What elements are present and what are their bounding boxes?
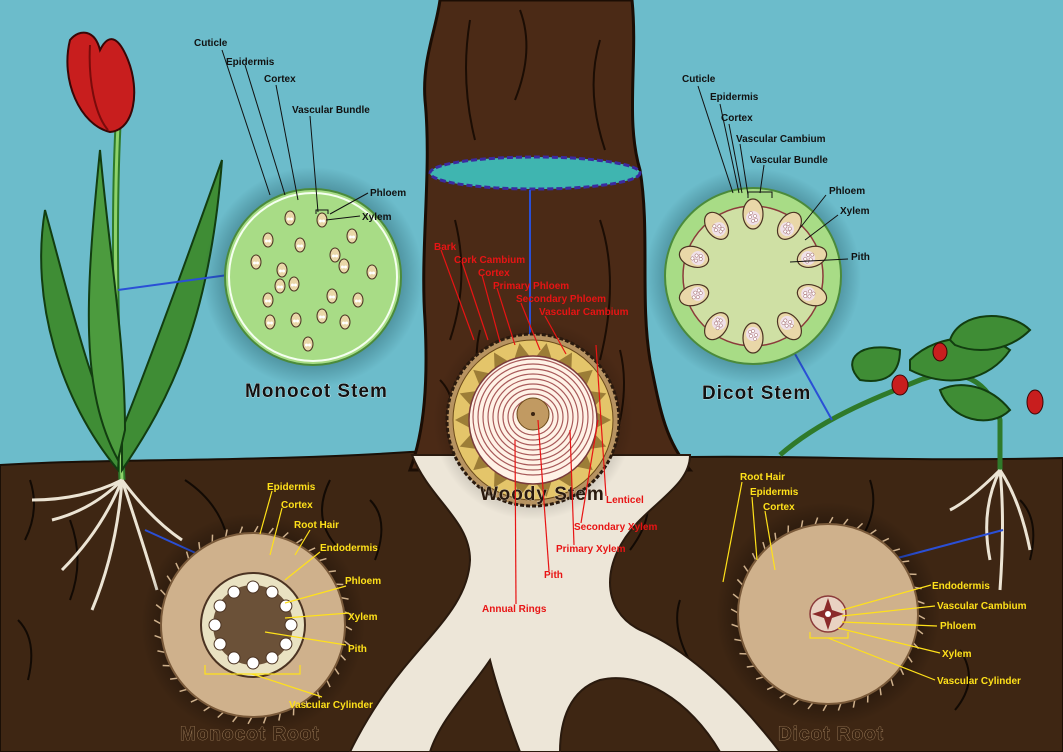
label-dicot-vascular-bundle: Vascular Bundle xyxy=(750,155,828,166)
label-woody-lenticel: Lenticel xyxy=(606,495,644,506)
label-dicot-epidermis: Epidermis xyxy=(710,92,759,103)
monocot-stem-title: Monocot Stem xyxy=(245,381,388,402)
vascular-bundle xyxy=(338,258,350,274)
tulip-plant xyxy=(31,31,223,611)
label-monocot-vascular-bundle: Vascular Bundle xyxy=(292,105,370,116)
vascular-bundle xyxy=(703,312,730,341)
vascular-bundle xyxy=(250,254,262,270)
vascular-bundle xyxy=(776,312,803,341)
label-woody-primary-xylem: Primary Xylem xyxy=(556,544,626,555)
label-woody-primary-phloem: Primary Phloem xyxy=(493,281,569,292)
dicot-stem-leaders xyxy=(697,85,849,263)
label-dicot-vascular-cambium: Vascular Cambium xyxy=(736,134,826,145)
label-dicot-xylem: Xylem xyxy=(840,206,870,217)
monocot-stem-leaders xyxy=(221,49,369,221)
monocot-root-section xyxy=(153,525,353,725)
vascular-bundle xyxy=(678,283,710,307)
label-monocot-cuticle: Cuticle xyxy=(194,38,228,49)
dicot-stem-title: Dicot Stem xyxy=(702,383,811,404)
vascular-bundle xyxy=(742,198,764,230)
label-monocot-root-endodermis: Endodermis xyxy=(320,543,378,554)
label-monocot-root-phloem: Phloem xyxy=(345,576,381,587)
label-monocot-root-pith: Pith xyxy=(348,644,367,655)
monocot-stem-section xyxy=(224,188,402,366)
label-woody-pith: Pith xyxy=(544,570,563,581)
monocot-root-title: Monocot Root xyxy=(180,724,320,745)
label-woody-secondary-xylem: Secondary Xylem xyxy=(574,522,657,533)
label-dicot-cortex: Cortex xyxy=(721,113,753,124)
label-monocot-root-root-hair: Root Hair xyxy=(294,520,339,531)
label-woody-vascular-cambium: Vascular Cambium xyxy=(539,307,629,318)
dicot-vascular-bundles xyxy=(678,198,828,354)
vascular-bundle xyxy=(678,245,710,269)
label-dicot-root-vascular-cambium: Vascular Cambium xyxy=(937,601,1027,612)
label-woody-annual-rings: Annual Rings xyxy=(482,604,547,615)
vascular-bundle xyxy=(742,322,764,354)
label-dicot-root-endodermis: Endodermis xyxy=(932,581,990,592)
label-monocot-epidermis: Epidermis xyxy=(226,57,275,68)
vascular-bundle xyxy=(326,288,338,304)
vascular-bundle xyxy=(776,211,803,240)
woody-stem-leaders xyxy=(440,249,607,605)
vascular-bundle xyxy=(352,292,364,308)
vascular-bundle xyxy=(274,278,286,294)
label-woody-cortex: Cortex xyxy=(478,268,510,279)
label-dicot-root-vascular-cylinder: Vascular Cylinder xyxy=(937,676,1021,687)
monocot-vascular-bundles xyxy=(250,210,378,352)
vascular-bundle xyxy=(316,212,328,228)
strawberry-fruit xyxy=(932,342,948,362)
label-dicot-cuticle: Cuticle xyxy=(682,74,716,85)
label-dicot-pith: Pith xyxy=(851,252,870,263)
vascular-bundle xyxy=(366,264,378,280)
vascular-bundle xyxy=(703,211,730,240)
vascular-bundle xyxy=(276,262,288,278)
vascular-bundle xyxy=(288,276,300,292)
dicot-stem-section xyxy=(664,187,842,365)
strawberry-plant xyxy=(778,315,1044,591)
vascular-bundle xyxy=(284,210,296,226)
vascular-bundle xyxy=(329,247,341,263)
label-dicot-root-root-hair: Root Hair xyxy=(740,472,785,483)
dicot-root-title: Dicot Root xyxy=(778,724,884,745)
label-dicot-root-phloem: Phloem xyxy=(940,621,976,632)
label-monocot-phloem: Phloem xyxy=(370,188,406,199)
vascular-bundle xyxy=(316,308,328,324)
label-monocot-cortex: Cortex xyxy=(264,74,296,85)
trunk-cut-section xyxy=(428,155,642,191)
vascular-bundle xyxy=(262,232,274,248)
label-monocot-root-vascular-cylinder: Vascular Cylinder xyxy=(289,700,373,711)
label-monocot-xylem: Xylem xyxy=(362,212,392,223)
label-woody-secondary-phloem: Secondary Phloem xyxy=(516,294,606,305)
vascular-bundle xyxy=(294,237,306,253)
vascular-bundle xyxy=(290,312,302,328)
tree-roots xyxy=(348,454,782,752)
dicot-root-leaders xyxy=(722,481,941,681)
woody-stem-section xyxy=(445,332,621,508)
label-woody-bark: Bark xyxy=(434,242,457,253)
tulip-leaf-right xyxy=(121,159,223,474)
label-monocot-root-xylem: Xylem xyxy=(348,612,378,623)
label-monocot-root-cortex: Cortex xyxy=(281,500,313,511)
monocot-root-leaders xyxy=(204,490,350,698)
label-dicot-phloem: Phloem xyxy=(829,186,865,197)
annual-rings xyxy=(472,358,594,476)
vascular-bundle xyxy=(264,314,276,330)
label-monocot-root-epidermis: Epidermis xyxy=(267,482,316,493)
vascular-bundle xyxy=(302,336,314,352)
label-dicot-root-cortex: Cortex xyxy=(763,502,795,513)
tulip-flower xyxy=(66,31,136,134)
dicot-root-section xyxy=(730,516,926,712)
tulip-leaf-mid xyxy=(87,149,127,463)
label-dicot-root-epidermis: Epidermis xyxy=(750,487,799,498)
vascular-bundle xyxy=(346,228,358,244)
vascular-bundle xyxy=(796,283,828,307)
label-dicot-root-xylem: Xylem xyxy=(942,649,972,660)
vascular-bundle xyxy=(339,314,351,330)
vascular-bundle xyxy=(262,292,274,308)
label-woody-cork-cambium: Cork Cambium xyxy=(454,255,525,266)
